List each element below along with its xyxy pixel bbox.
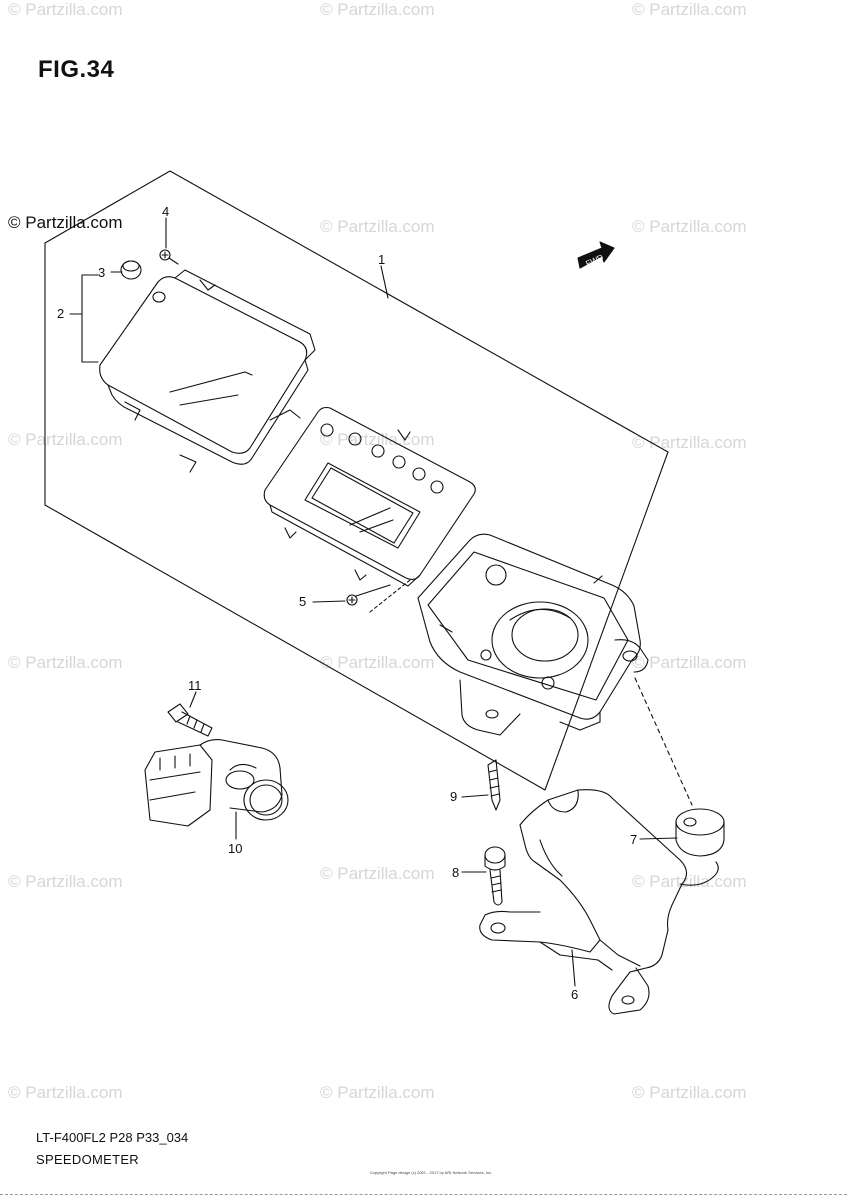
- callout-3: 3: [98, 265, 105, 280]
- watermark: © Partzilla.com: [8, 653, 123, 672]
- watermark: © Partzilla.com: [320, 430, 435, 449]
- watermark: © Partzilla.com: [8, 430, 123, 449]
- callout-6: 6: [571, 987, 578, 1002]
- callout-2: 2: [57, 306, 64, 321]
- watermark: © Partzilla.com: [8, 0, 123, 19]
- speed-sensor-part: [144, 739, 289, 827]
- cap-part: [120, 260, 142, 280]
- fwd-arrow-icon: [577, 241, 615, 269]
- watermark: © Partzilla.com: [632, 1083, 747, 1102]
- screw-part-9: [487, 759, 501, 811]
- screw-part-4: [159, 249, 179, 265]
- callout-10: 10: [228, 841, 242, 856]
- callout-11: 11: [188, 678, 202, 693]
- watermark: © Partzilla.com: [632, 217, 747, 236]
- watermark: © Partzilla.com: [632, 872, 747, 891]
- diagram-name: SPEEDOMETER: [36, 1152, 139, 1167]
- watermark-dark: © Partzilla.com: [8, 213, 123, 232]
- assembly-outline: [44, 170, 669, 791]
- screw-part-5: [346, 579, 411, 613]
- figure-title: FIG.34: [38, 56, 115, 83]
- callout-7: 7: [630, 832, 637, 847]
- watermark: © Partzilla.com: [320, 864, 435, 883]
- watermark: © Partzilla.com: [320, 1083, 435, 1102]
- copyright-notice: Copyright Page design (c) 2001 - 2017 by…: [369, 1170, 493, 1175]
- bolt-part-8: [484, 846, 506, 906]
- watermark: © Partzilla.com: [320, 653, 435, 672]
- watermark: © Partzilla.com: [632, 0, 747, 19]
- watermark: © Partzilla.com: [632, 653, 747, 672]
- display-panel-part: [263, 406, 476, 587]
- watermark: © Partzilla.com: [8, 872, 123, 891]
- watermark: © Partzilla.com: [320, 217, 435, 236]
- bolt-part-11: [167, 703, 213, 737]
- grommet-part: [675, 808, 725, 857]
- callout-5: 5: [299, 594, 306, 609]
- leader-lines: [69, 217, 678, 987]
- upper-housing-part: [99, 269, 316, 473]
- callout-8: 8: [452, 865, 459, 880]
- bracket-part: [479, 789, 719, 1015]
- watermark: © Partzilla.com: [8, 1083, 123, 1102]
- callout-1: 1: [378, 252, 385, 267]
- lower-case-part: [417, 533, 649, 736]
- bottom-divider: [0, 1194, 847, 1195]
- callout-4: 4: [162, 204, 169, 219]
- callout-9: 9: [450, 789, 457, 804]
- diagram-code: LT-F400FL2 P28 P33_034: [36, 1130, 189, 1145]
- watermark: © Partzilla.com: [320, 0, 435, 19]
